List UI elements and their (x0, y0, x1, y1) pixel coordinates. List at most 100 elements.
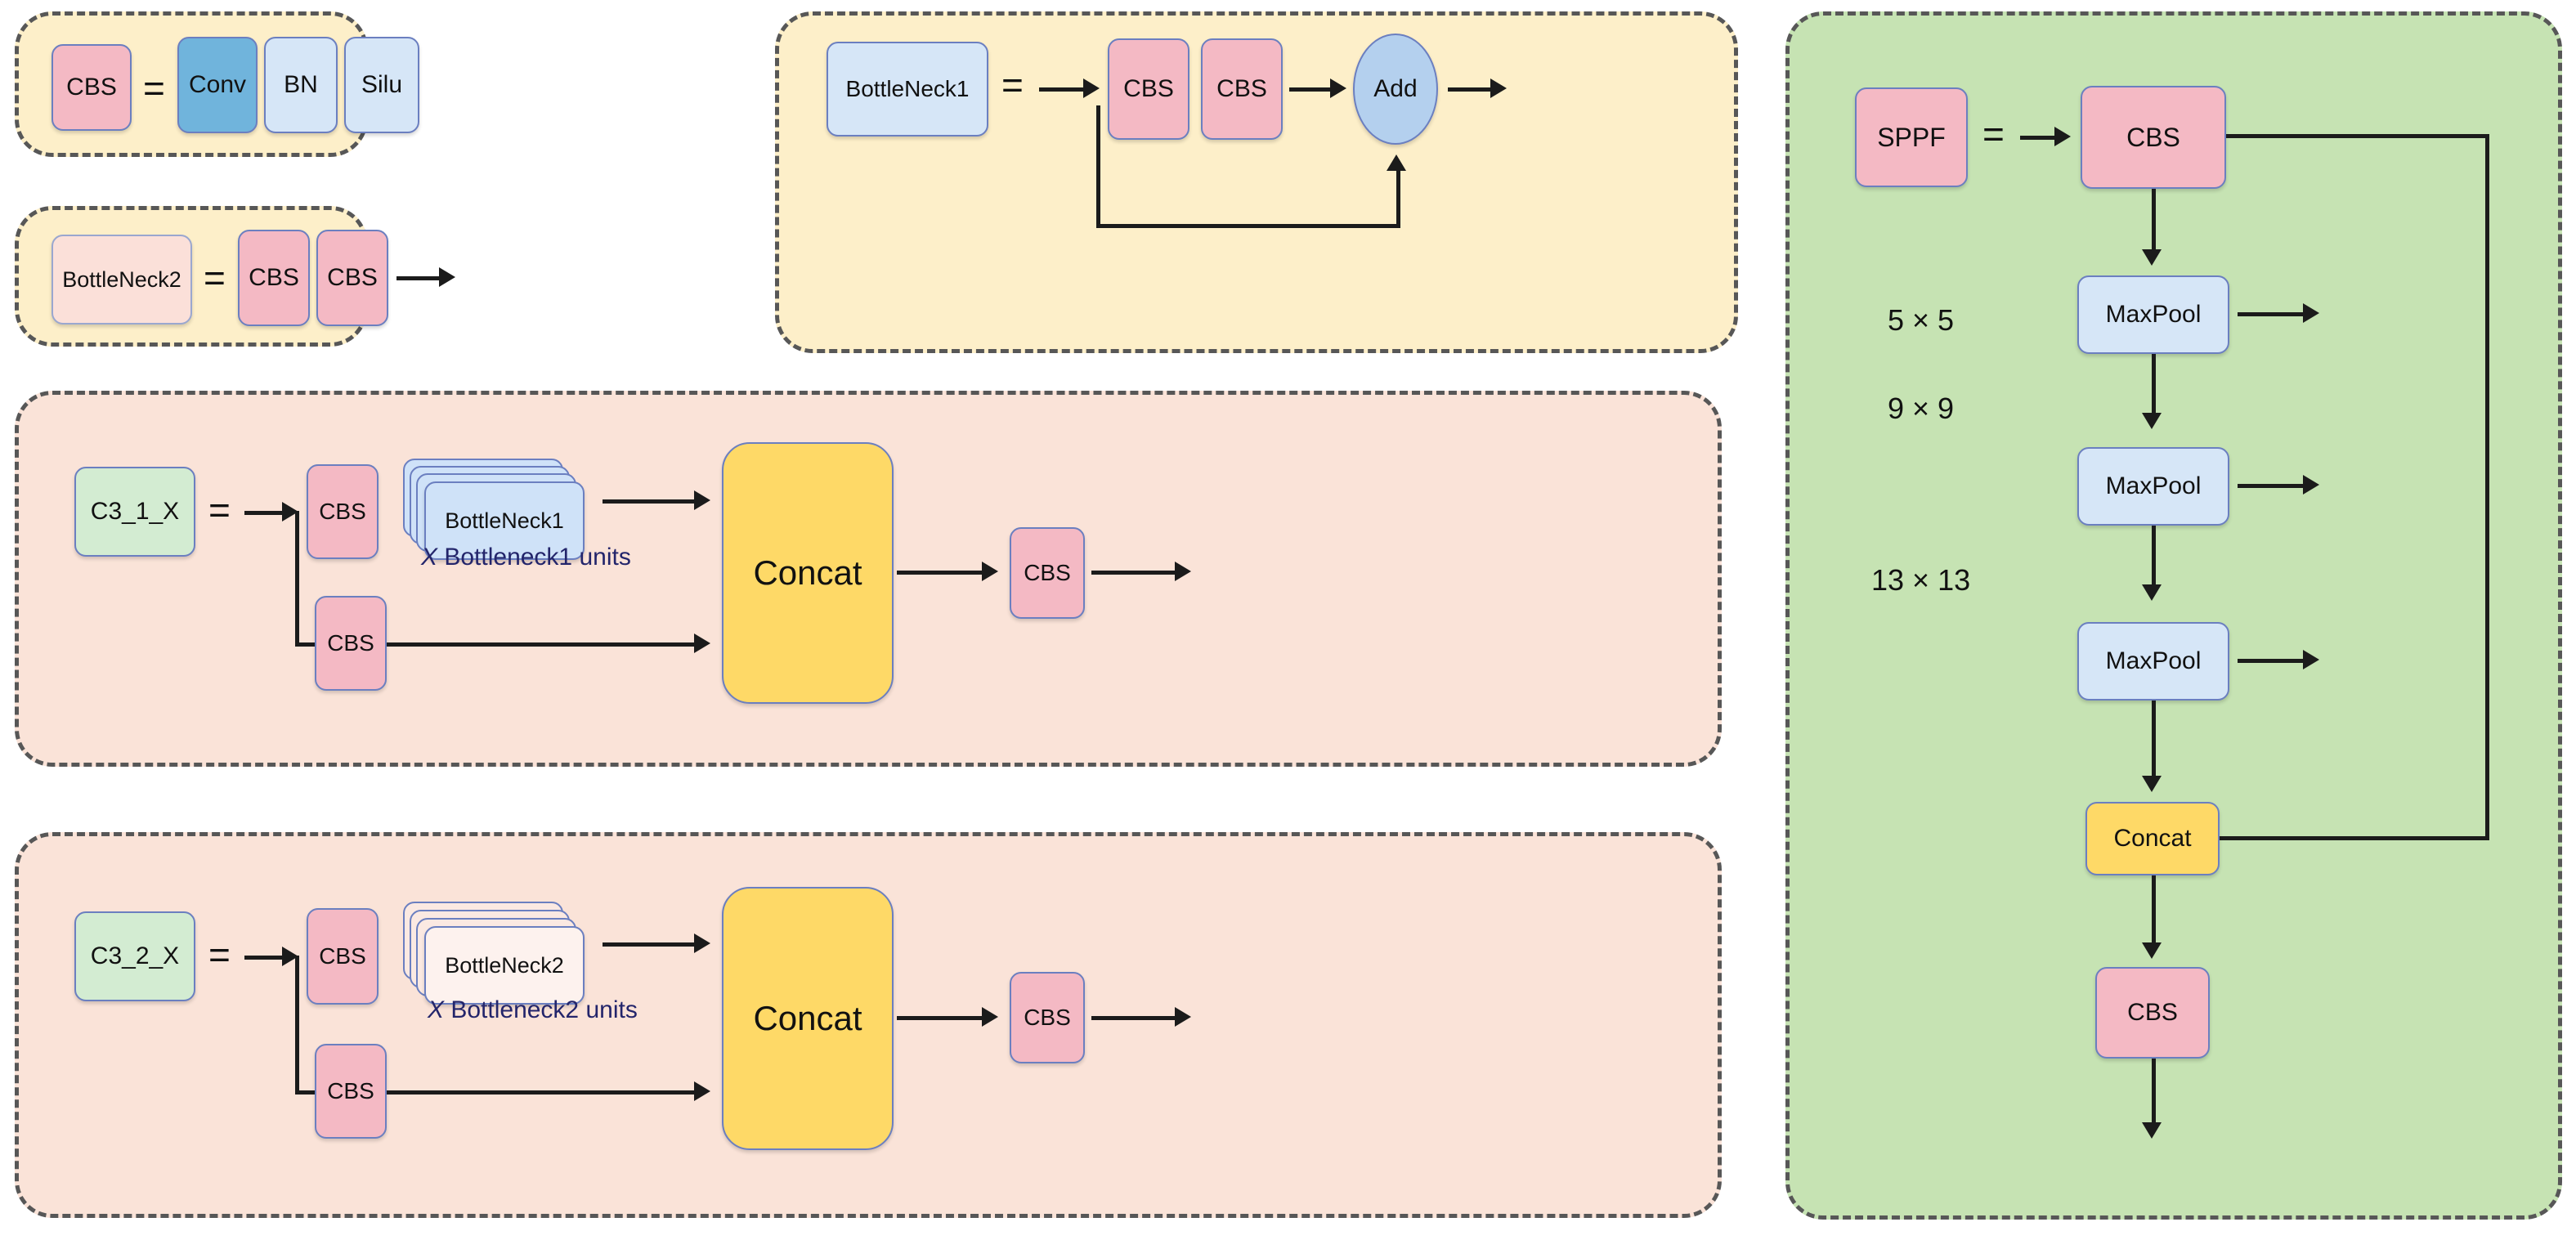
panel-c3-1-x: C3_1_X = CBS BottleNeck1 X Bottleneck1 u… (15, 391, 1722, 767)
node-cbs-out[interactable]: CBS (1010, 527, 1085, 619)
arrow-pool1-to-pool2-head (2142, 413, 2162, 429)
node-cbs-top[interactable]: CBS (307, 464, 379, 559)
arrow-to-add-line (1289, 87, 1333, 92)
node-cbs-2[interactable]: CBS (316, 230, 388, 326)
node-silu[interactable]: Silu (344, 37, 419, 133)
panel-bottleneck2-definition: BottleNeck2 = CBS CBS (15, 206, 455, 347)
arrow-bottom-to-concat-line (387, 1090, 699, 1095)
units-caption: X Bottleneck2 units (428, 996, 638, 1024)
node-c3-2-x[interactable]: C3_2_X (74, 911, 195, 1001)
node-cbs[interactable]: CBS (52, 44, 132, 131)
branch-split-hline (295, 1090, 331, 1095)
stack-card-front[interactable]: BottleNeck2 (424, 926, 585, 1005)
node-cbs-2[interactable]: CBS (1201, 38, 1283, 140)
equals-sign: = (1001, 64, 1024, 106)
arrow-entry-line (2020, 136, 2058, 140)
branch-split-vline (295, 956, 299, 1095)
equals-sign: = (208, 489, 231, 531)
arrow-entry-head (282, 502, 298, 522)
skip-line-top (2226, 134, 2489, 138)
skip-line-bottom (2205, 836, 2489, 840)
skip-line-right (2485, 134, 2489, 839)
node-sppf[interactable]: SPPF (1855, 87, 1968, 187)
node-cbs-bottom[interactable]: CBS (315, 596, 387, 691)
node-bottleneck1[interactable]: BottleNeck1 (827, 42, 988, 137)
panel-bottleneck1-definition: BottleNeck1 = CBS CBS Add (775, 11, 1738, 353)
arrow-top-to-concat-line (603, 942, 699, 947)
arrow-concat-to-cbs-head (982, 1007, 998, 1027)
arrow-pool3-out-head (2303, 650, 2319, 669)
arrow-pool1-to-pool2-line (2152, 354, 2156, 416)
node-cbs-top[interactable]: CBS (307, 908, 379, 1005)
node-cbs-out[interactable]: CBS (1010, 972, 1085, 1063)
node-c3-1-x[interactable]: C3_1_X (74, 467, 195, 557)
units-caption-count: X (421, 544, 438, 571)
node-maxpool-13x13[interactable]: MaxPool (2077, 622, 2229, 701)
arrow-cbs-to-pool1-line (2152, 189, 2156, 253)
node-concat[interactable]: Concat (722, 887, 894, 1150)
node-cbs-1[interactable]: CBS (1108, 38, 1189, 140)
arrow-bottom-to-concat-head (694, 1081, 710, 1101)
branch-split-vline (295, 511, 299, 647)
arrow-out-line (1448, 87, 1494, 92)
arrow-pool2-to-pool3-head (2142, 584, 2162, 601)
node-concat[interactable]: Concat (722, 442, 894, 704)
arrow-out-head (2142, 1122, 2162, 1139)
node-bn[interactable]: BN (264, 37, 338, 133)
arrow-out-head (1490, 78, 1507, 98)
kernel-label-13x13: 13 × 13 (1871, 563, 1971, 597)
arrow-out-line (1091, 571, 1180, 575)
arrow-pool1-out-head (2303, 303, 2319, 323)
panel-c3-2-x: C3_2_X = CBS BottleNeck2 X Bottleneck2 u… (15, 832, 1722, 1218)
node-cbs-bottom[interactable]: CBS (315, 1044, 387, 1139)
node-add[interactable]: Add (1353, 34, 1438, 145)
node-maxpool-9x9[interactable]: MaxPool (2077, 447, 2229, 526)
arrow-concat-to-cbs-line (2152, 875, 2156, 946)
arrow-cbs-to-pool1-head (2142, 249, 2162, 266)
node-concat[interactable]: Concat (2085, 802, 2220, 875)
node-conv[interactable]: Conv (177, 37, 258, 133)
arrow-top-to-concat-head (694, 490, 710, 510)
arrow-bottom-to-concat-line (387, 642, 699, 647)
arrow-out-line (396, 276, 441, 280)
arrow-out-line (1091, 1016, 1180, 1020)
arrow-entry-head (282, 947, 298, 966)
arrow-concat-to-cbs-head (2142, 942, 2162, 959)
arrow-pool3-to-concat-head (2142, 776, 2162, 792)
arrow-pool1-out-line (2238, 312, 2308, 316)
arrow-bottom-to-concat-head (694, 633, 710, 653)
arrow-top-to-concat-head (694, 933, 710, 953)
stacked-bottleneck2-group[interactable]: BottleNeck2 (403, 902, 593, 1016)
stacked-bottleneck1-group[interactable]: BottleNeck1 (403, 459, 593, 570)
equals-sign: = (1982, 113, 2005, 155)
node-cbs-entry[interactable]: CBS (2081, 86, 2226, 189)
node-cbs-1[interactable]: CBS (238, 230, 310, 326)
arrow-out-head (1175, 1007, 1191, 1027)
node-bottleneck2[interactable]: BottleNeck2 (52, 235, 192, 325)
units-caption-text: Bottleneck1 units (437, 544, 631, 571)
skip-line-across (1096, 224, 1400, 228)
units-caption: X Bottleneck1 units (421, 544, 631, 571)
arrow-concat-to-cbs-line (897, 571, 987, 575)
kernel-label-9x9: 9 × 9 (1888, 392, 1955, 425)
arrow-out-line (2152, 1059, 2156, 1126)
stack-card-front[interactable]: BottleNeck1 (424, 481, 585, 560)
units-caption-text: Bottleneck2 units (444, 996, 638, 1023)
skip-line-down (1096, 105, 1100, 228)
skip-line-up (1396, 171, 1400, 226)
arrow-entry-line (1039, 87, 1086, 92)
arrow-top-to-concat-line (603, 499, 699, 504)
arrow-to-add-head (1330, 78, 1346, 98)
branch-split-hline (295, 642, 331, 647)
node-cbs-out[interactable]: CBS (2095, 967, 2210, 1059)
arrow-pool3-to-concat-line (2152, 701, 2156, 779)
node-maxpool-5x5[interactable]: MaxPool (2077, 275, 2229, 354)
arrow-entry-line (244, 511, 285, 515)
skip-arrow-head (1387, 154, 1406, 171)
kernel-label-5x5: 5 × 5 (1888, 303, 1955, 337)
arrow-entry-head (2054, 127, 2071, 146)
arrow-pool3-out-line (2238, 659, 2308, 663)
arrow-entry-line (244, 956, 285, 960)
units-caption-count: X (428, 996, 445, 1023)
arrow-out-head (439, 267, 455, 287)
